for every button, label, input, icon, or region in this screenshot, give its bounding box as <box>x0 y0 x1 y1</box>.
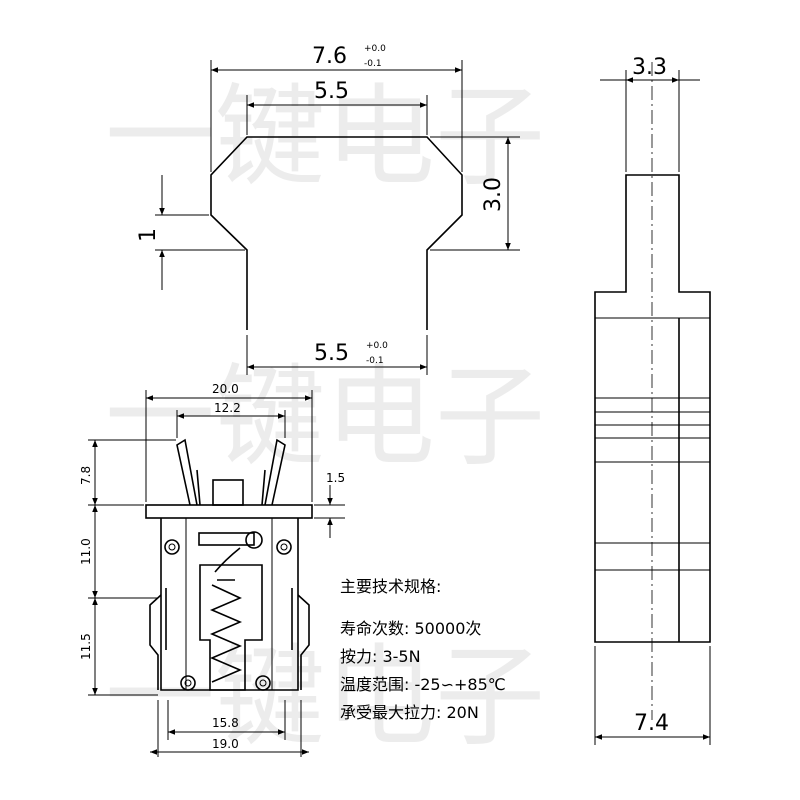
cap-outline <box>210 136 463 330</box>
specs-block: 主要技术规格: 寿命次数: 50000次 按力: 3-5N 温度范围: -25∽… <box>340 577 506 722</box>
spec-row-force: 按力: 3-5N <box>340 647 421 666</box>
side-view: 3.3 7.4 <box>594 55 711 745</box>
dim-base-width-label: 19.0 <box>212 737 239 751</box>
watermark-text-3: 一键电子 <box>105 633 545 761</box>
dim-bottom-width-label: 5.5 <box>314 341 349 366</box>
dim-mid-height-label: 11.0 <box>79 538 93 565</box>
dim-top-height-label: 7.8 <box>79 466 93 485</box>
watermark-text-2: 一键电子 <box>105 353 545 481</box>
top-view: 7.6 +0.0 -0.1 5.5 3.0 1 5.5 +0.0 -0.1 <box>136 44 520 375</box>
spec-row-max-pull: 承受最大拉力: 20N <box>340 703 479 722</box>
watermark: 一键电子 一键电子 一键电子 <box>105 73 545 761</box>
dim-inner-width-label: 12.2 <box>214 401 241 415</box>
front-view: 20.0 12.2 7.8 11.0 11.5 1.5 15.8 19.0 <box>79 382 345 757</box>
specs-title: 主要技术规格: <box>340 577 441 596</box>
dim-body-width-label: 7.4 <box>634 711 669 736</box>
dim-width-label: 7.6 <box>312 44 347 69</box>
dim-tip-width-label: 3.3 <box>632 55 667 80</box>
dim-base-inner-label: 15.8 <box>212 716 239 730</box>
dim-bottom-tol-minus: -0.1 <box>366 356 384 366</box>
dim-bottom-tol-plus: +0.0 <box>366 341 388 351</box>
dim-height-label: 3.0 <box>481 177 506 212</box>
side-outline <box>594 174 711 643</box>
dim-step-label: 1 <box>136 228 161 242</box>
dim-total-width-label: 20.0 <box>212 382 239 396</box>
dim-flange-label: 1.5 <box>326 471 345 485</box>
dim-width-tol-minus: -0.1 <box>364 59 382 69</box>
dim-bottom-height-label: 11.5 <box>79 633 93 660</box>
dim-width-tol-plus: +0.0 <box>364 44 386 54</box>
dim-top-width-label: 5.5 <box>314 79 349 104</box>
spec-row-lifespan: 寿命次数: 50000次 <box>340 619 481 638</box>
spec-row-temperature: 温度范围: -25∽+85℃ <box>340 675 506 694</box>
